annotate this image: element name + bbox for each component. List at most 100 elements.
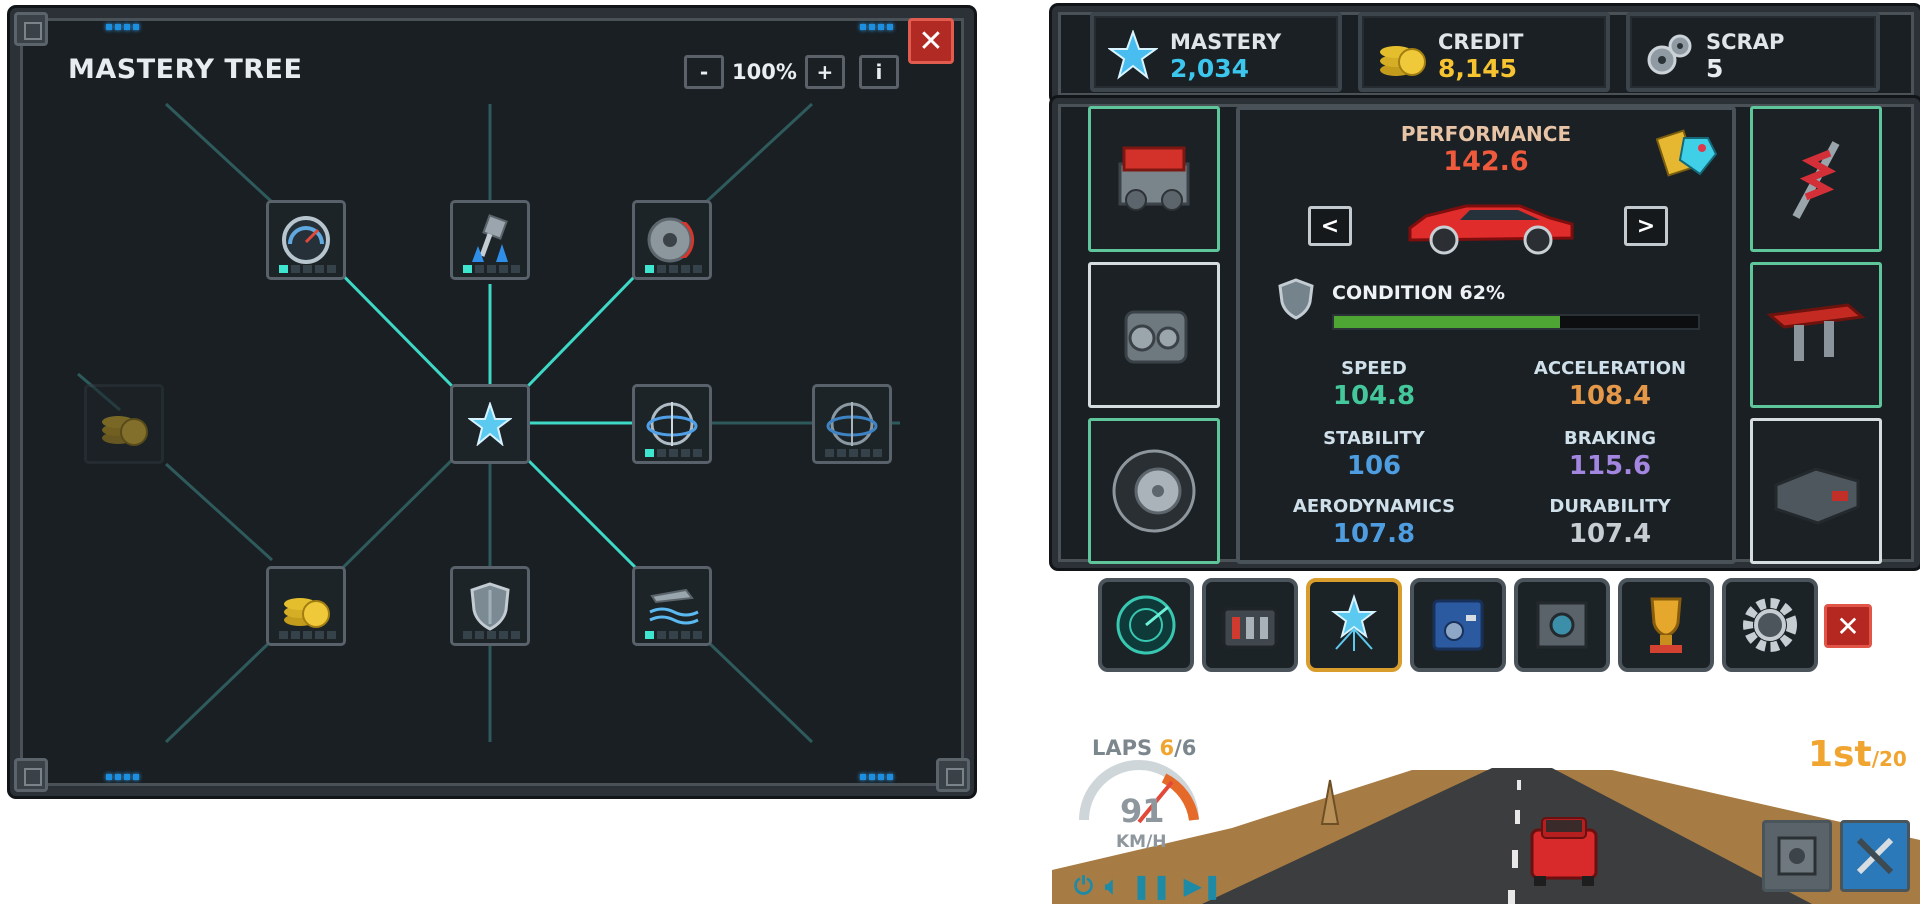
node-progress bbox=[645, 449, 702, 457]
coins-icon bbox=[102, 416, 148, 446]
engine-slot[interactable] bbox=[1088, 106, 1220, 252]
node-progress bbox=[463, 631, 520, 639]
spoiler-icon bbox=[1766, 303, 1866, 361]
brake-disc-icon bbox=[647, 217, 695, 263]
mastery-star-icon bbox=[1331, 593, 1377, 651]
next-car-button[interactable]: > bbox=[1624, 206, 1668, 246]
vault-button[interactable] bbox=[1514, 578, 1610, 672]
gears-icon bbox=[1647, 34, 1692, 75]
gear-icon bbox=[1743, 598, 1797, 652]
trophy-icon bbox=[1650, 597, 1682, 653]
car-sprite-icon bbox=[1408, 204, 1574, 255]
sound-icon[interactable]: 🔈︎ bbox=[1104, 872, 1120, 900]
zoom-level: 100% bbox=[732, 60, 797, 84]
tire-icon bbox=[1112, 449, 1196, 533]
info-button[interactable]: i bbox=[858, 55, 899, 89]
previous-car-button[interactable]: < bbox=[1308, 206, 1352, 246]
piston-icon bbox=[472, 214, 508, 262]
node-progress bbox=[645, 265, 702, 273]
shield-node[interactable] bbox=[450, 566, 530, 646]
speedometer-node[interactable] bbox=[266, 200, 346, 280]
mastery-star-icon bbox=[468, 402, 512, 446]
frame-lights bbox=[860, 774, 893, 780]
garage-shortcut-button[interactable] bbox=[1762, 820, 1832, 892]
close-tree-button[interactable]: ✕ bbox=[908, 18, 954, 64]
wrench-screwdriver-icon bbox=[1856, 837, 1894, 875]
frame-lights bbox=[860, 24, 893, 30]
node-progress bbox=[279, 265, 336, 273]
condition-label: CONDITION 62% bbox=[1332, 282, 1506, 304]
gyroscope-node[interactable] bbox=[632, 384, 712, 464]
radar-button[interactable] bbox=[1098, 578, 1194, 672]
radar-icon bbox=[1116, 595, 1176, 655]
ecu-icon bbox=[1774, 467, 1860, 525]
engine-icon bbox=[1118, 146, 1190, 211]
node-progress bbox=[463, 265, 520, 273]
gyroscope-locked-node[interactable] bbox=[812, 384, 892, 464]
skip-icon[interactable]: ▶❚ bbox=[1183, 872, 1223, 900]
brake-disc-node[interactable] bbox=[632, 200, 712, 280]
node-progress bbox=[645, 631, 702, 639]
zoom-out-button[interactable]: - bbox=[684, 55, 724, 89]
speed-unit: KM/H bbox=[1116, 832, 1167, 852]
frame-lights bbox=[106, 774, 139, 780]
trophy-button[interactable] bbox=[1618, 578, 1714, 672]
shield-icon bbox=[1278, 278, 1314, 320]
mastery-center-node[interactable] bbox=[450, 384, 530, 464]
speed-readout: 91 bbox=[1120, 792, 1165, 830]
condition-bar bbox=[1332, 314, 1700, 330]
credit-stat: CREDIT 8,145 bbox=[1358, 12, 1610, 92]
power-icon[interactable]: ⏻ bbox=[1074, 872, 1093, 900]
gearbox-slot[interactable] bbox=[1088, 262, 1220, 408]
mastery-stat: MASTERY 2,034 bbox=[1090, 12, 1342, 92]
suspension-icon bbox=[1792, 141, 1840, 219]
toolkit-button[interactable] bbox=[1202, 578, 1298, 672]
gyroscope-icon bbox=[826, 402, 878, 446]
node-progress bbox=[825, 449, 882, 457]
shield-icon bbox=[470, 582, 510, 631]
mastery-tree-title: MASTERY TREE bbox=[68, 54, 303, 85]
gearbox-icon bbox=[1124, 310, 1188, 364]
frame-corner bbox=[14, 758, 48, 792]
pause-icon[interactable]: ❚❚ bbox=[1131, 872, 1172, 900]
coins-icon bbox=[1380, 46, 1426, 76]
laps-counter: LAPS 6/6 bbox=[1092, 736, 1197, 760]
mastery-star-icon bbox=[1108, 30, 1158, 80]
node-progress bbox=[279, 631, 336, 639]
tools-shortcut-button[interactable] bbox=[1840, 820, 1910, 892]
close-menu-button[interactable]: ✕ bbox=[1824, 604, 1872, 648]
performance-label: PERFORMANCE bbox=[1400, 122, 1572, 146]
garage-button[interactable] bbox=[1410, 578, 1506, 672]
suspension-slot[interactable] bbox=[1750, 106, 1882, 252]
scrap-stat: SCRAP 5 bbox=[1626, 12, 1880, 92]
price-tag-icon bbox=[1656, 129, 1718, 177]
frame-corner bbox=[14, 12, 48, 46]
spoiler-slot[interactable] bbox=[1750, 262, 1882, 408]
frame-lights bbox=[106, 24, 139, 30]
piston-node[interactable] bbox=[450, 200, 530, 280]
speedometer-icon bbox=[282, 216, 330, 264]
toolkit-icon bbox=[1222, 607, 1278, 649]
settings-button[interactable] bbox=[1722, 578, 1818, 672]
zoom-in-button[interactable]: + bbox=[804, 55, 845, 89]
speedometer-gauge-icon bbox=[1079, 760, 1199, 824]
ecu-slot[interactable] bbox=[1750, 418, 1882, 564]
tire-slot[interactable] bbox=[1088, 418, 1220, 564]
condition-fill bbox=[1334, 316, 1560, 328]
gyroscope-icon bbox=[646, 402, 698, 446]
race-view: LAPS 6/6 91 KM/H ⏻ 🔈︎ ❚❚ ▶❚ 1st/20 bbox=[1052, 720, 1920, 904]
race-road bbox=[1052, 768, 1920, 904]
performance-value: 142.6 bbox=[1443, 146, 1529, 177]
mastery-tree-button[interactable] bbox=[1306, 578, 1402, 672]
race-position: 1st/20 bbox=[1808, 734, 1907, 775]
coins-locked-node[interactable] bbox=[84, 384, 164, 464]
coins-node[interactable] bbox=[266, 566, 346, 646]
airflow-node[interactable] bbox=[632, 566, 712, 646]
media-controls: ⏻ 🔈︎ ❚❚ ▶❚ bbox=[1074, 872, 1222, 900]
zoom-controls: - 100% + i bbox=[684, 55, 899, 89]
